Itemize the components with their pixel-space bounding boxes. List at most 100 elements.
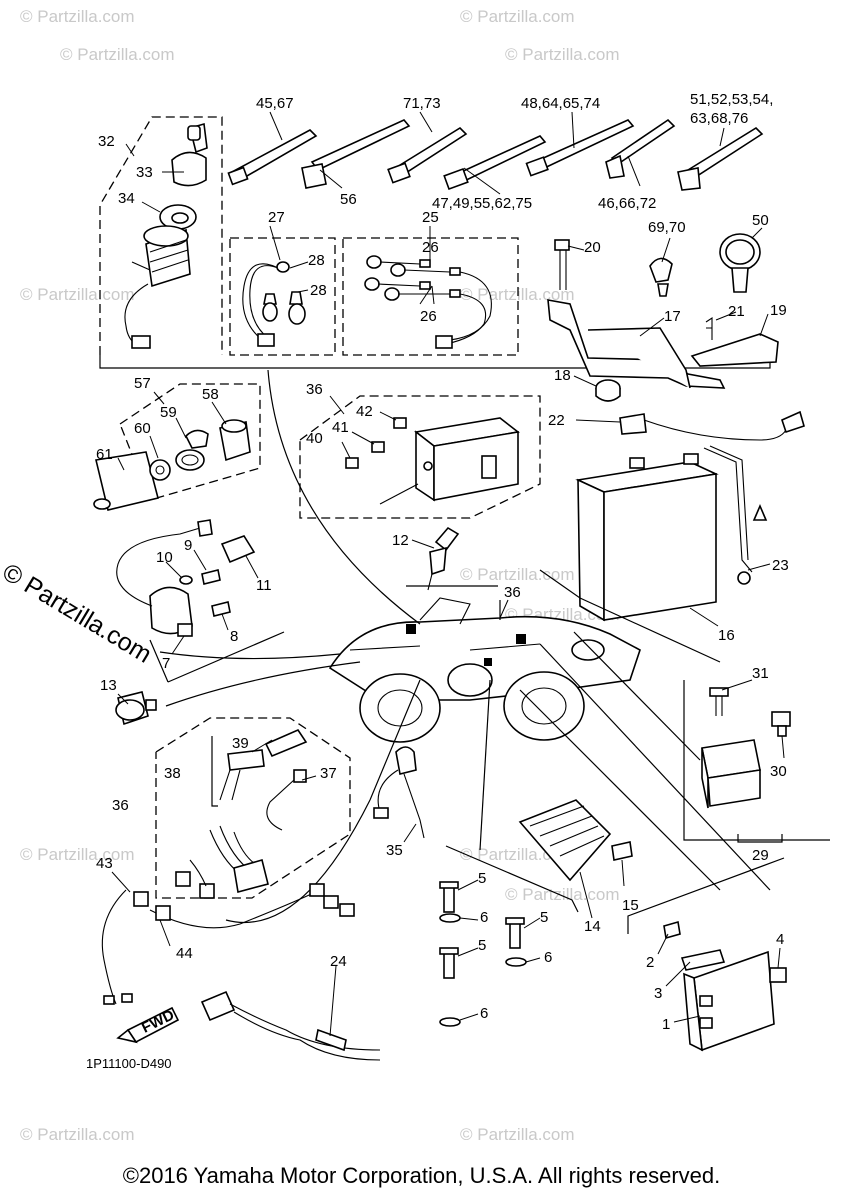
spark-plug [406,526,498,591]
starter-relay [116,519,285,683]
socket-kit [93,383,261,511]
callout-40: 40 [306,430,323,447]
watermark-text: © Partzilla.com [20,845,135,864]
main-switch-assembly [124,122,208,349]
watermark-text: © Partzilla.com [20,1125,135,1144]
watermark-text: © Partzilla.com [20,7,135,26]
rectifier-regulator [445,799,633,913]
callout-6: 6 [480,1005,488,1022]
callout-56: 56 [340,191,357,208]
callout-6: 6 [480,909,488,926]
callout-3: 3 [654,985,662,1002]
callout-43: 43 [96,855,113,872]
callout-32: 32 [98,133,115,150]
cable-ties [227,118,764,191]
callout-18: 18 [554,367,571,384]
callout-9: 9 [184,537,192,554]
callout-16: 16 [718,627,735,644]
callout-14: 14 [584,918,601,935]
stop-switch [373,746,425,839]
callout-60: 60 [134,420,151,437]
callout-46-66-72: 46,66,72 [598,195,656,212]
callout-69-70: 69,70 [648,219,686,236]
callout-26: 26 [420,308,437,325]
watermark-text: © Partzilla.com [505,885,620,904]
callout-51-54: 51,52,53,54, [690,91,773,108]
callout-59: 59 [160,404,177,421]
callout-58: 58 [202,386,219,403]
callout-23: 23 [772,557,789,574]
callout-39: 39 [232,735,249,752]
main-harness [101,883,355,1044]
callout-11: 11 [256,577,272,594]
callout-42: 42 [356,403,373,420]
callout-25: 25 [422,209,439,226]
callout-35: 35 [386,842,403,859]
watermark-text: © Partzilla.com [460,565,575,584]
callout-41: 41 [332,419,349,436]
copyright-notice: ©2016 Yamaha Motor Corporation, U.S.A. A… [122,1163,721,1188]
callout-22: 22 [548,412,565,429]
battery [539,410,805,663]
callout-4: 4 [776,931,784,948]
callout-13: 13 [100,677,117,694]
callout-17: 17 [664,308,681,325]
callout-5: 5 [540,909,548,926]
callout-37: 37 [320,765,337,782]
atv-silhouette [328,597,641,743]
watermark-text: © Partzilla.com [20,285,135,304]
callout-36: 36 [306,381,323,398]
callout-1: 1 [662,1016,670,1033]
callout-48-64-65-74: 48,64,65,74 [521,95,600,112]
callout-8: 8 [230,628,238,645]
callout-33: 33 [136,164,153,181]
callout-57: 57 [134,375,151,392]
lead-wire [200,990,381,1061]
callout-20: 20 [584,239,601,256]
watermark-text: © Partzilla.com [505,45,620,64]
starter-relay-kit [701,687,791,843]
callout-30: 30 [770,763,787,780]
watermark-text: © Partzilla.com [460,7,575,26]
callout-36: 36 [112,797,129,814]
callout-50: 50 [752,212,769,229]
callout-38: 38 [164,765,181,782]
callout-36: 36 [504,584,521,601]
harness-kit [155,717,351,899]
callout-71-73: 71,73 [403,95,441,112]
callout-7: 7 [162,655,170,672]
callout-61: 61 [96,446,113,463]
callout-21: 21 [728,303,745,320]
fwd-label: FWD [139,1006,177,1036]
callout-44: 44 [176,945,193,962]
callout-24: 24 [330,953,347,970]
callout-27: 27 [268,209,285,226]
bolts-washers [439,881,527,1027]
watermark-text: © Partzilla.com [60,45,175,64]
cdi-unit [627,857,787,1052]
callout-2: 2 [646,954,654,971]
watermark-text: © Partzilla.com [460,1125,575,1144]
callout-5: 5 [478,870,486,887]
callout-28: 28 [310,282,327,299]
callout-15: 15 [622,897,639,914]
callout-labels: 45,67 71,73 48,64,65,74 51,52,53,54, 63,… [96,91,789,1033]
callout-34: 34 [118,190,135,207]
callout-6: 6 [544,949,552,966]
fuse-box-kit [299,395,541,519]
bracket-assembly [547,233,779,402]
sensor [115,691,157,726]
callout-28: 28 [308,252,325,269]
callout-5: 5 [478,937,486,954]
callout-26: 26 [422,239,439,256]
callout-45-67: 45,67 [256,95,294,112]
callout-47-75: 47,49,55,62,75 [432,195,532,212]
callout-10: 10 [156,549,173,566]
bulb-harness [242,261,306,347]
leader-lines [111,111,785,1037]
callout-19: 19 [770,302,787,319]
callout-63-68-76: 63,68,76 [690,110,748,127]
callout-31: 31 [752,665,769,682]
diagram-code: 1P11100-D490 [86,1056,172,1071]
